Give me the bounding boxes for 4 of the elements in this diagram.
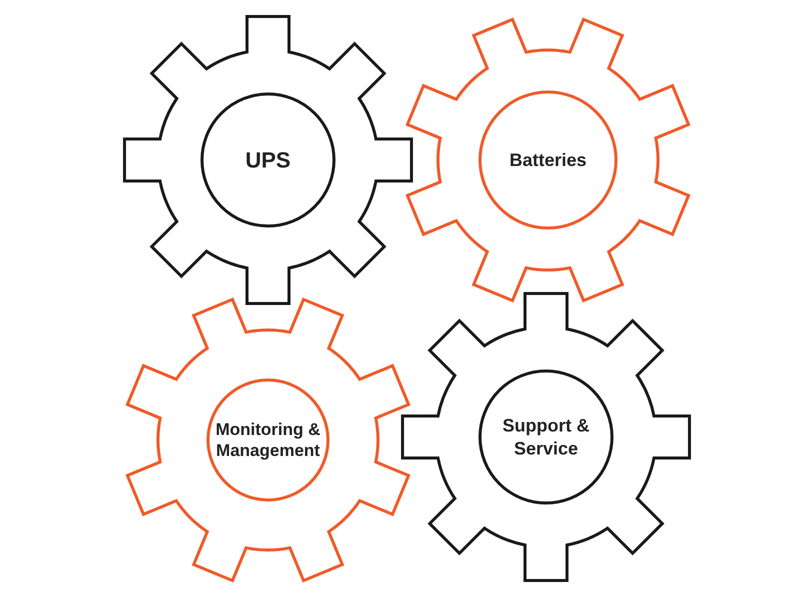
gear-label: Batteries [508,148,588,172]
gear-label: Support & Service [502,414,590,460]
gear-label: Monitoring & Management [214,418,322,462]
gear-label: UPS [244,146,292,174]
